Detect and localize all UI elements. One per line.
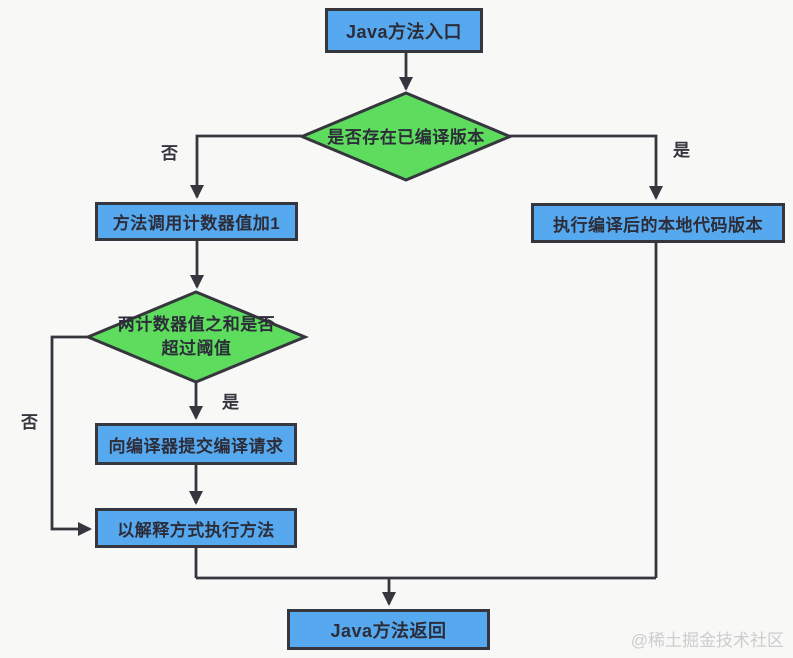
- node-interpret-execute: 以解释方式执行方法: [95, 508, 297, 548]
- edge-check-no: [190, 134, 302, 199]
- node-increment-counter: 方法调用计数器值加1: [95, 202, 298, 241]
- node-exec-native-code: 执行编译后的本地代码版本: [531, 203, 785, 243]
- edge-label-threshold-yes: 是: [222, 393, 239, 412]
- node-submit-compile-request: 向编译器提交编译请求: [95, 423, 297, 465]
- node-java-method-return: Java方法返回: [287, 609, 490, 650]
- node-label: 以解释方式执行方法: [117, 520, 275, 540]
- decision-compiled-diamond: [298, 91, 514, 182]
- edge-check-yes: [510, 134, 663, 200]
- edge-label-compiled-no: 否: [161, 144, 178, 163]
- edge-label-threshold-no: 否: [21, 413, 38, 432]
- decision-threshold-diamond: [84, 290, 309, 384]
- node-java-method-entry: Java方法入口: [325, 8, 483, 53]
- watermark-community: @稀土掘金技术社区: [630, 631, 784, 650]
- node-label: Java方法入口: [345, 21, 463, 42]
- edge-threshold-no-loop: [50, 335, 92, 536]
- node-label: 执行编译后的本地代码版本: [553, 215, 763, 235]
- node-label: 方法调用计数器值加1: [112, 214, 281, 233]
- node-label: 向编译器提交编译请求: [108, 436, 284, 456]
- edge-label-compiled-yes: 是: [673, 141, 690, 160]
- node-label: Java方法返回: [330, 620, 447, 641]
